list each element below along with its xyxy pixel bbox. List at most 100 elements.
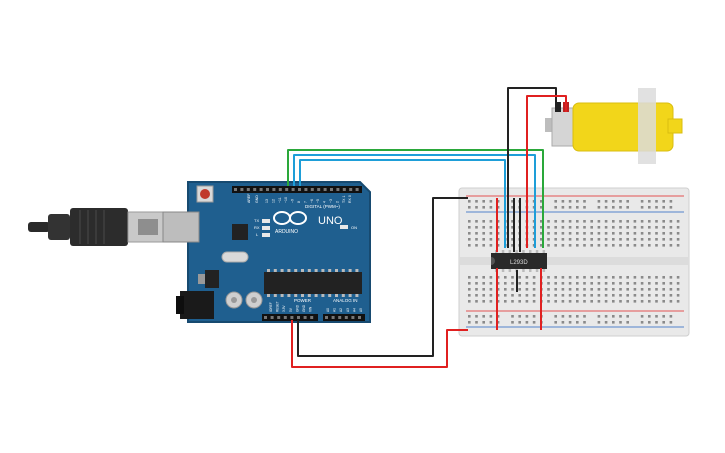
breadboard-hole[interactable] (576, 321, 579, 324)
breadboard-hole[interactable] (583, 206, 586, 209)
breadboard-hole[interactable] (662, 206, 665, 209)
breadboard-hole[interactable] (669, 200, 673, 203)
breadboard-hole[interactable] (597, 288, 601, 291)
header-hole[interactable] (264, 316, 267, 319)
breadboard-hole[interactable] (655, 288, 658, 291)
breadboard-hole[interactable] (518, 315, 521, 318)
breadboard-hole[interactable] (669, 206, 673, 209)
breadboard-hole[interactable] (475, 288, 478, 291)
breadboard-hole[interactable] (604, 206, 608, 209)
breadboard-hole[interactable] (561, 282, 565, 285)
header-hole[interactable] (342, 188, 346, 191)
breadboard-hole[interactable] (504, 288, 507, 291)
breadboard-hole[interactable] (633, 276, 637, 279)
breadboard-hole[interactable] (504, 276, 507, 279)
breadboard-hole[interactable] (655, 276, 658, 279)
breadboard-hole[interactable] (619, 244, 622, 247)
breadboard-hole[interactable] (619, 238, 622, 241)
breadboard-hole[interactable] (619, 226, 622, 229)
breadboard-hole[interactable] (604, 300, 608, 303)
breadboard-hole[interactable] (554, 300, 557, 303)
breadboard-hole[interactable] (554, 288, 557, 291)
breadboard-hole[interactable] (468, 321, 471, 324)
breadboard-hole[interactable] (496, 226, 500, 229)
breadboard-hole[interactable] (662, 244, 665, 247)
breadboard-hole[interactable] (662, 226, 665, 229)
breadboard-hole[interactable] (648, 282, 651, 285)
breadboard-hole[interactable] (489, 282, 493, 285)
breadboard-hole[interactable] (583, 282, 586, 285)
breadboard-hole[interactable] (554, 244, 557, 247)
wire-red-motor[interactable] (526, 95, 567, 248)
breadboard-hole[interactable] (597, 315, 601, 318)
breadboard-hole[interactable] (604, 294, 608, 297)
breadboard-hole[interactable] (583, 288, 586, 291)
breadboard-hole[interactable] (648, 321, 651, 324)
breadboard-hole[interactable] (655, 200, 658, 203)
header-hole[interactable] (349, 188, 353, 191)
breadboard-hole[interactable] (504, 282, 507, 285)
breadboard-hole[interactable] (561, 220, 565, 223)
breadboard-hole[interactable] (554, 226, 557, 229)
header-hole[interactable] (355, 188, 359, 191)
breadboard-hole[interactable] (532, 282, 536, 285)
breadboard-hole[interactable] (676, 238, 680, 241)
breadboard-hole[interactable] (554, 206, 557, 209)
breadboard-hole[interactable] (583, 315, 586, 318)
breadboard-hole[interactable] (633, 226, 637, 229)
wire-blue-2[interactable] (299, 159, 506, 248)
header-hole[interactable] (331, 316, 335, 319)
breadboard-hole[interactable] (475, 206, 478, 209)
breadboard-hole[interactable] (489, 220, 493, 223)
breadboard-hole[interactable] (648, 232, 651, 235)
breadboard-hole[interactable] (648, 226, 651, 229)
breadboard-hole[interactable] (482, 238, 485, 241)
breadboard-hole[interactable] (597, 294, 601, 297)
header-hole[interactable] (290, 316, 294, 319)
breadboard-hole[interactable] (532, 315, 536, 318)
breadboard-hole[interactable] (496, 315, 500, 318)
breadboard-hole[interactable] (547, 232, 550, 235)
breadboard-hole[interactable] (597, 232, 601, 235)
breadboard-hole[interactable] (489, 315, 493, 318)
breadboard-hole[interactable] (590, 226, 593, 229)
breadboard-hole[interactable] (597, 220, 601, 223)
breadboard-hole[interactable] (626, 244, 629, 247)
breadboard[interactable] (458, 187, 690, 337)
breadboard-hole[interactable] (640, 288, 644, 291)
breadboard-hole[interactable] (561, 294, 565, 297)
breadboard-hole[interactable] (669, 288, 673, 291)
breadboard-hole[interactable] (511, 226, 514, 229)
breadboard-hole[interactable] (568, 206, 572, 209)
breadboard-hole[interactable] (525, 294, 529, 297)
breadboard-hole[interactable] (597, 276, 601, 279)
breadboard-hole[interactable] (597, 300, 601, 303)
breadboard-hole[interactable] (504, 300, 507, 303)
breadboard-hole[interactable] (489, 206, 493, 209)
breadboard-hole[interactable] (576, 206, 579, 209)
breadboard-hole[interactable] (583, 321, 586, 324)
breadboard-hole[interactable] (468, 206, 471, 209)
breadboard-hole[interactable] (619, 200, 622, 203)
l293d-chip[interactable]: L293D (491, 250, 547, 272)
breadboard-hole[interactable] (633, 232, 637, 235)
breadboard-hole[interactable] (604, 315, 608, 318)
breadboard-hole[interactable] (496, 276, 500, 279)
breadboard-hole[interactable] (547, 276, 550, 279)
breadboard-hole[interactable] (648, 300, 651, 303)
breadboard-hole[interactable] (482, 244, 485, 247)
header-hole[interactable] (240, 188, 244, 191)
breadboard-hole[interactable] (648, 276, 651, 279)
breadboard-hole[interactable] (576, 276, 579, 279)
breadboard-hole[interactable] (612, 288, 615, 291)
breadboard-hole[interactable] (482, 206, 485, 209)
breadboard-hole[interactable] (511, 282, 514, 285)
breadboard-hole[interactable] (554, 220, 557, 223)
breadboard-hole[interactable] (640, 206, 644, 209)
breadboard-hole[interactable] (612, 315, 615, 318)
breadboard-hole[interactable] (482, 282, 485, 285)
breadboard-hole[interactable] (648, 238, 651, 241)
breadboard-hole[interactable] (604, 238, 608, 241)
breadboard-hole[interactable] (554, 232, 557, 235)
arduino-uno-board[interactable]: UNO ARDUINO DIGITAL (PWM~) POWER ANALOG … (162, 181, 371, 323)
